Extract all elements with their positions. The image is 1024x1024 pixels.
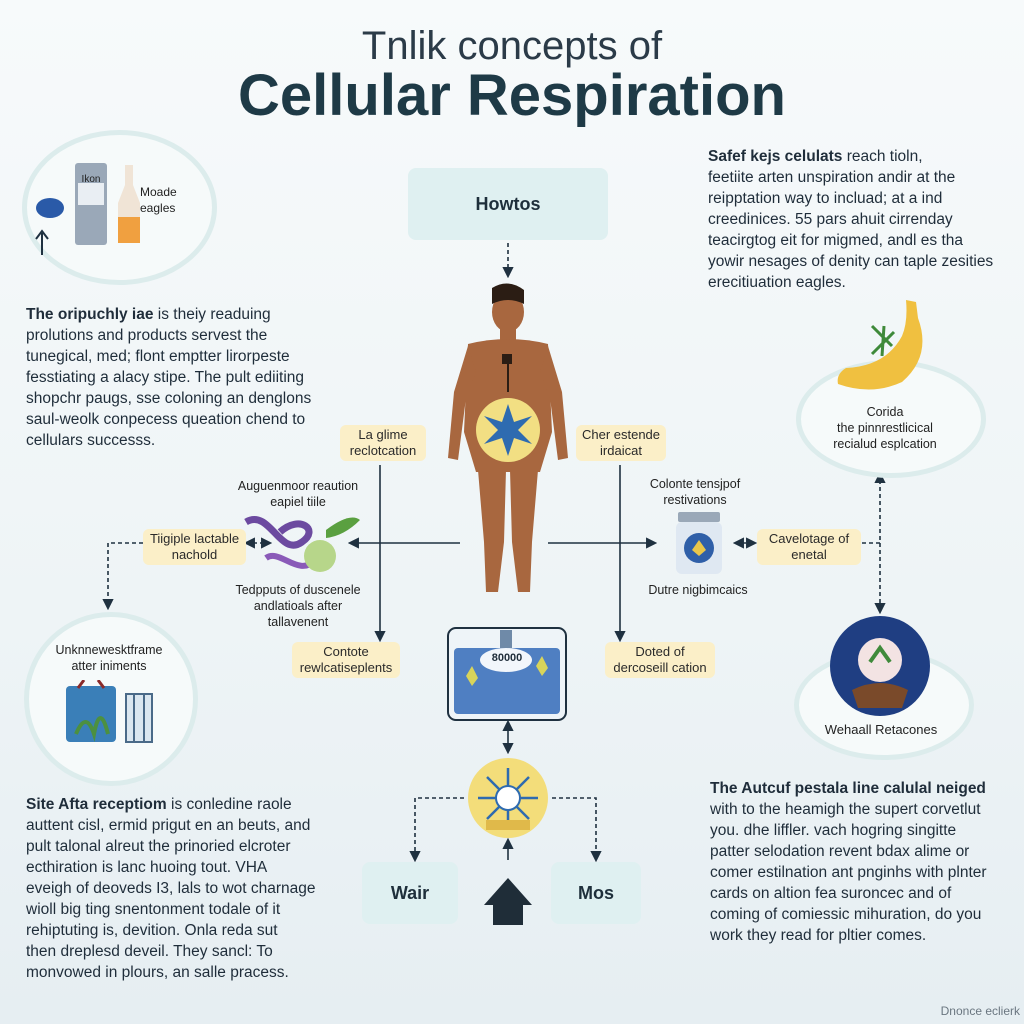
wair-box: Wair bbox=[362, 862, 458, 924]
para-left-bottom-text: is conledine raole auttent cisl, ermid p… bbox=[26, 796, 316, 981]
para-right-bottom-lead: The Autcuf pestala line calulal neiged bbox=[710, 780, 986, 797]
title-line-2: Cellular Respiration bbox=[238, 63, 786, 128]
pill-left-upper: La glime reclotcation bbox=[340, 425, 426, 461]
pill-right-mid: Cavelotage of enetal bbox=[757, 529, 861, 565]
pill-left-mid: Tiigiple lactable nachold bbox=[143, 529, 246, 565]
para-left-bottom-lead: Site Afta receptiom bbox=[26, 796, 167, 813]
human-figure-icon bbox=[448, 283, 568, 592]
banana-icon bbox=[837, 300, 923, 390]
para-right-top-text: reach tioln, feetiite arten unspiration … bbox=[708, 148, 994, 291]
jar-icon bbox=[676, 512, 722, 574]
para-left-top: The oripuchly iae is theiy readuing prol… bbox=[26, 304, 326, 451]
cell-sun-icon bbox=[468, 758, 548, 838]
dna-bottom-label: Tedpputs of duscenele andlatioals after … bbox=[235, 583, 361, 629]
para-right-top: Safef kejs celulats reach tioln, feetiit… bbox=[708, 146, 1008, 293]
jar-bottom-label: Dutre nigbimcaics bbox=[648, 583, 748, 597]
tank-icon bbox=[447, 627, 567, 721]
para-left-top-text: is theiy readuing prolutions and product… bbox=[26, 306, 312, 449]
howtos-label: Howtos bbox=[475, 193, 541, 214]
bottles-icon bbox=[35, 163, 140, 255]
left-circle-title: Unknnewesktframe atter iniments bbox=[55, 643, 163, 673]
tank-value: 80000 bbox=[491, 652, 523, 664]
pill-right-low: Doted of dercoseill cation bbox=[605, 642, 715, 678]
mos-label: Mos bbox=[578, 882, 614, 903]
para-left-bottom: Site Afta receptiom is conledine raole a… bbox=[26, 794, 326, 983]
dna-top-label: Auguenmoor reaution eapiel tiile bbox=[237, 479, 359, 509]
pill-right-upper: Cher estende irdaicat bbox=[576, 425, 666, 461]
watermark: Dnonce eclierk bbox=[940, 1004, 1020, 1018]
bottle-label: Ikon bbox=[81, 174, 101, 185]
pill-left-low: Contote rewlcatiseplents bbox=[292, 642, 400, 678]
right-top-circle-text: Corida the pinnrestlicical recialud espl… bbox=[833, 405, 937, 451]
jar-top-label: Colonte tensjpof restivations bbox=[649, 477, 741, 507]
wair-label: Wair bbox=[390, 882, 430, 903]
right-bottom-circle-text: Wehaall Retacones bbox=[824, 722, 938, 737]
dna-helix-icon bbox=[244, 516, 360, 572]
howtos-box: Howtos bbox=[408, 168, 608, 240]
aquarium-icon bbox=[66, 680, 153, 743]
badge-caption: Moade eagles bbox=[140, 185, 177, 215]
para-right-bottom-text: with to the heamigh the supert corvetlut… bbox=[710, 801, 987, 944]
plant-hand-icon bbox=[830, 616, 930, 716]
mos-box: Mos bbox=[551, 862, 641, 924]
para-right-top-lead: Safef kejs celulats bbox=[708, 148, 843, 165]
para-right-bottom: The Autcuf pestala line calulal neiged w… bbox=[710, 778, 1010, 946]
para-left-top-lead: The oripuchly iae bbox=[26, 306, 154, 323]
title-line-1: Tnlik concepts of bbox=[361, 24, 663, 68]
